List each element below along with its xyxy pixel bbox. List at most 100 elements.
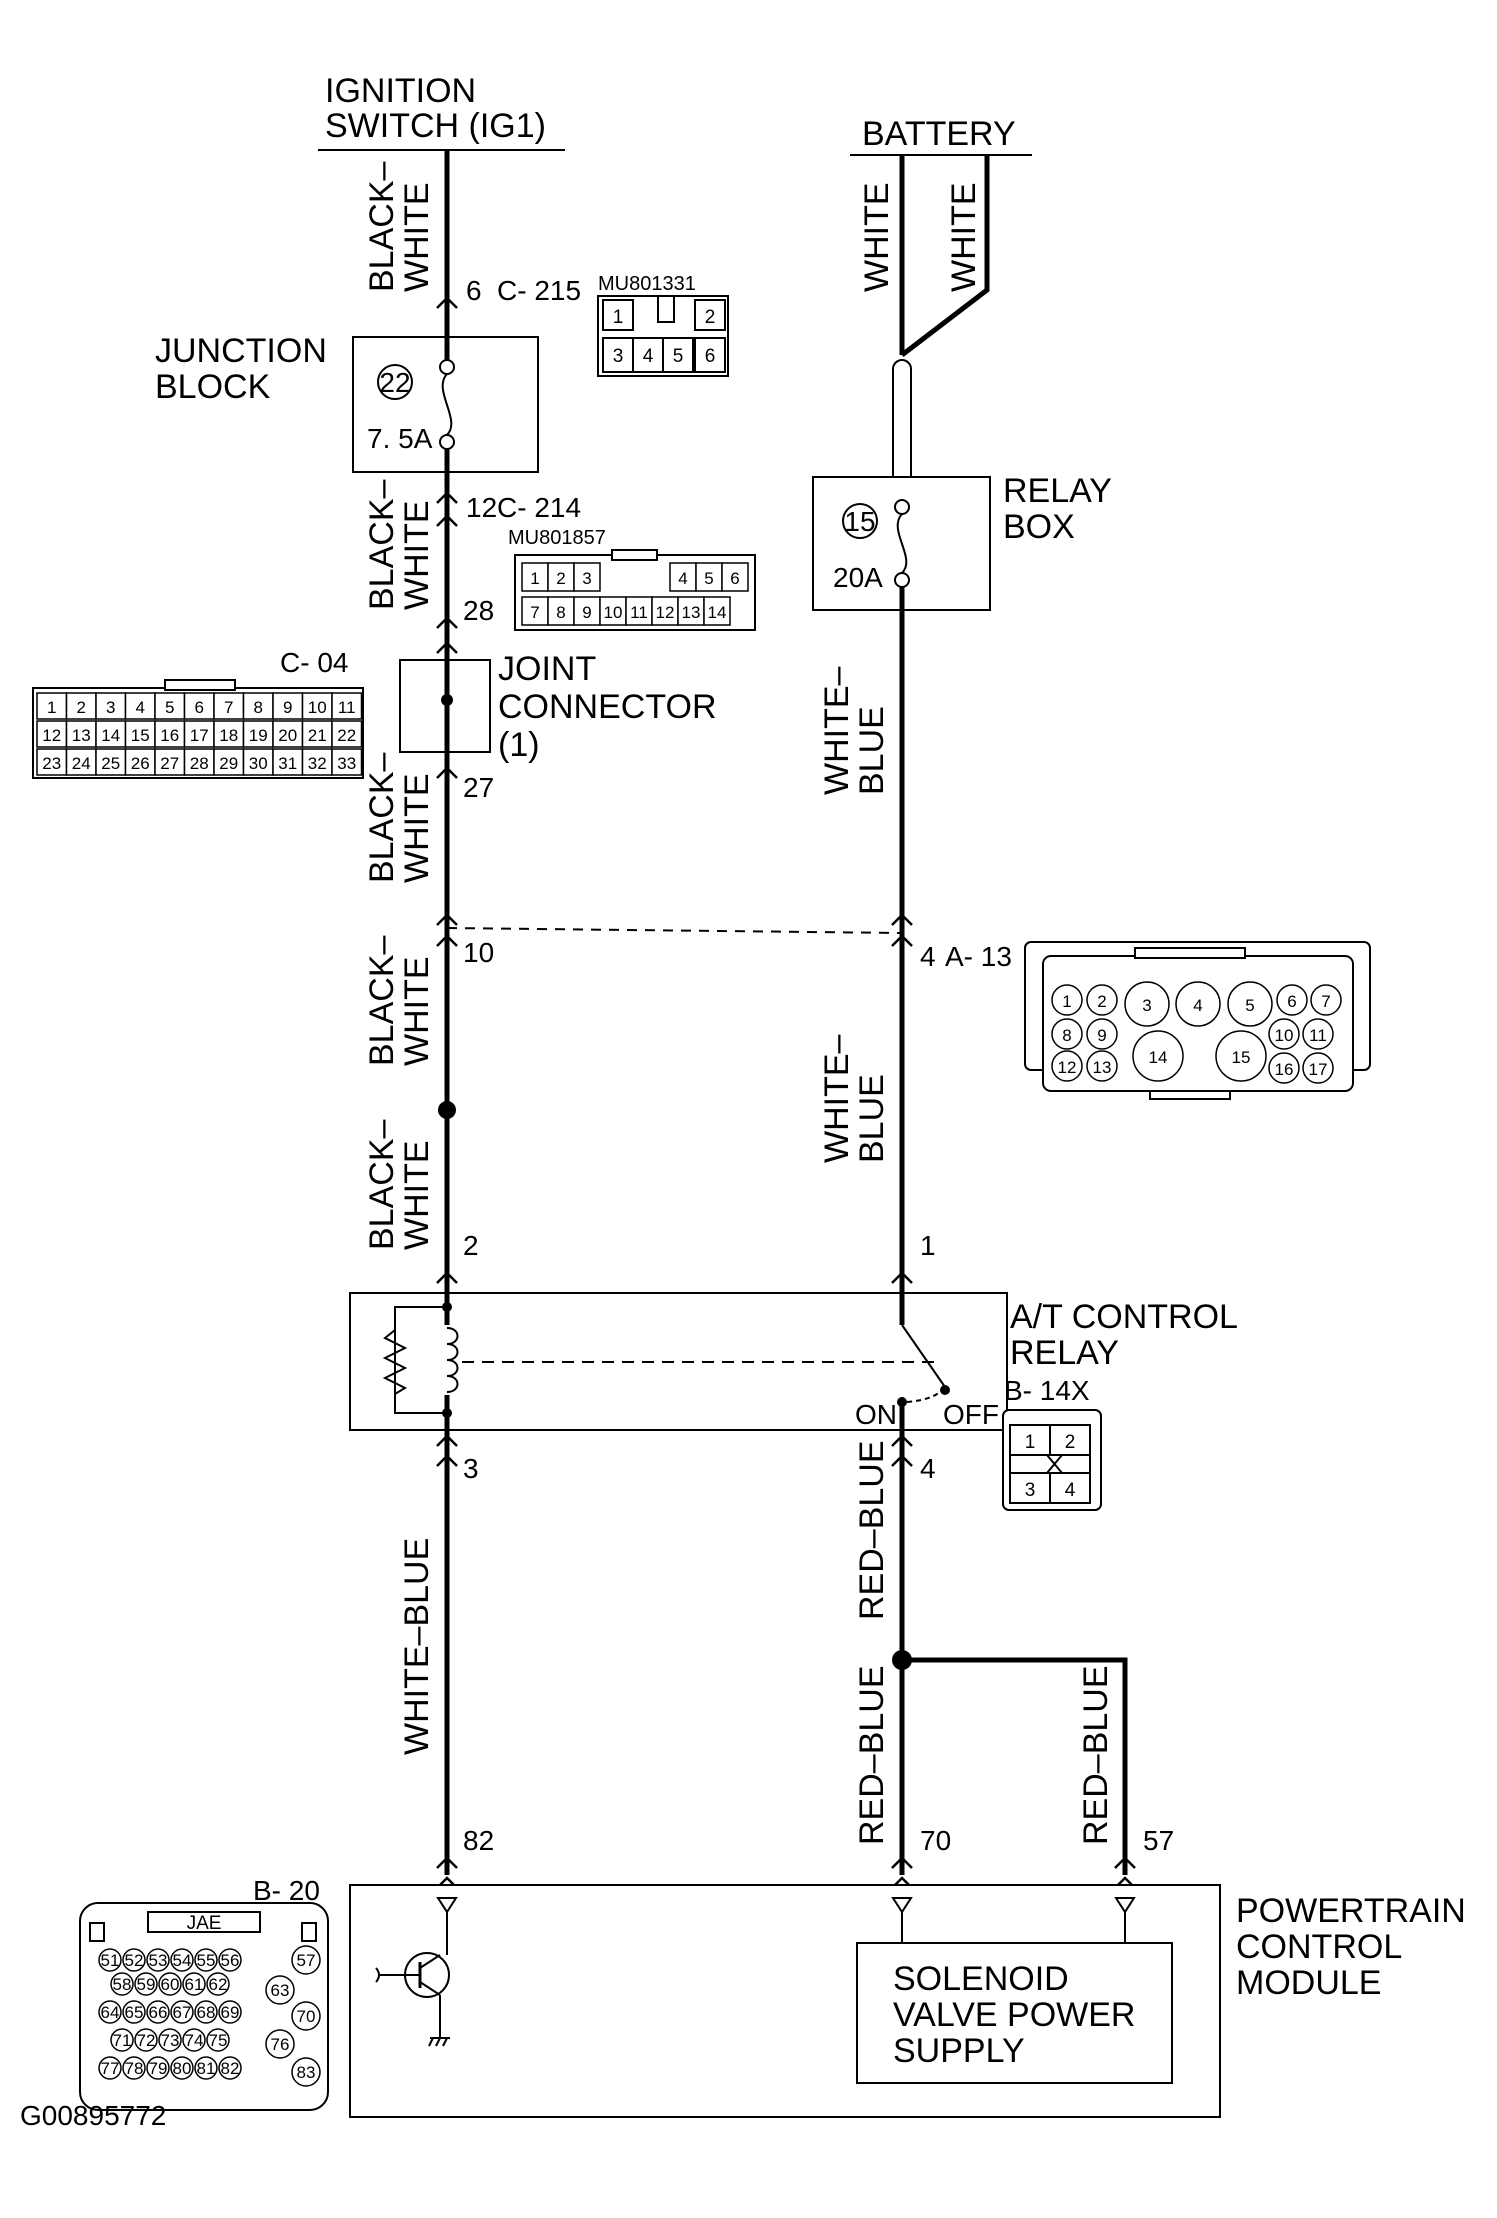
b20-pin-circle bbox=[110, 2028, 134, 2052]
b20-pin: 53 bbox=[149, 1951, 168, 1970]
connector-chevron bbox=[436, 1856, 458, 1869]
c04-cells-pin: 30 bbox=[249, 754, 268, 773]
wire-color-wb2-line1: WHITE– bbox=[818, 1034, 856, 1163]
a13-pin-circle bbox=[1215, 1030, 1267, 1082]
pin-number-4-relay: 4 bbox=[920, 1453, 936, 1484]
relay-resistor bbox=[382, 1329, 408, 1395]
b20-pin-circle bbox=[122, 2000, 146, 2024]
b20-pin: 77 bbox=[101, 2059, 120, 2078]
c04-cells-pin: 20 bbox=[278, 726, 297, 745]
wire-color-wb1-line1: WHITE– bbox=[818, 666, 856, 795]
a13-pin: 3 bbox=[1142, 996, 1151, 1015]
pin-number-4-a13: 4 bbox=[920, 941, 936, 972]
left-circuit-wires bbox=[438, 150, 456, 1875]
b20-pin-circle bbox=[170, 2000, 194, 2024]
a13-pin: 9 bbox=[1097, 1026, 1106, 1045]
c214-cells-pin: 8 bbox=[556, 603, 565, 622]
connector-chevron bbox=[436, 766, 458, 779]
c04-cells-pin: 14 bbox=[101, 726, 120, 745]
c04-cells-cell bbox=[124, 692, 156, 720]
c04-cells-pin: 3 bbox=[106, 698, 115, 717]
c214-cells-pin: 9 bbox=[582, 603, 591, 622]
c04-cells-pin: 26 bbox=[131, 754, 150, 773]
c04-cells-pin: 8 bbox=[254, 698, 263, 717]
a13-pin-circle bbox=[1086, 984, 1118, 1016]
a13-pin: 17 bbox=[1309, 1060, 1328, 1079]
b14x-pin-4: 4 bbox=[1065, 1480, 1076, 1501]
c214-cells-pin: 2 bbox=[556, 569, 565, 588]
c04-cells-pin: 9 bbox=[283, 698, 292, 717]
connector-a13-id: A- 13 bbox=[945, 941, 1012, 972]
b20-pin: 68 bbox=[197, 2003, 216, 2022]
relay-resistor-branch bbox=[394, 1306, 447, 1414]
b20-pin-circle bbox=[218, 2056, 242, 2080]
b20-pin-circle bbox=[170, 2056, 194, 2080]
c04-cells-cell bbox=[331, 720, 363, 748]
connector-chevron bbox=[436, 641, 458, 654]
c215-cell-2 bbox=[694, 299, 726, 331]
pin-number-1: 1 bbox=[920, 1230, 936, 1261]
a13-pin-circle bbox=[1310, 984, 1342, 1016]
a13-pin: 5 bbox=[1245, 996, 1254, 1015]
connector-chevron bbox=[891, 934, 913, 947]
c04-cells-pin: 2 bbox=[77, 698, 86, 717]
connector-chevron bbox=[891, 1271, 913, 1284]
pin-number-2: 2 bbox=[463, 1230, 479, 1261]
solenoid-label-line1: SOLENOID bbox=[893, 1960, 1069, 1998]
c04-cells-pin: 32 bbox=[308, 754, 327, 773]
c04-cells-cell bbox=[242, 720, 274, 748]
c04-cells-pin: 22 bbox=[337, 726, 356, 745]
fuse-element-22 bbox=[441, 373, 453, 436]
junction-block-label-line1: JUNCTION bbox=[155, 332, 327, 370]
connector-chevron bbox=[436, 1454, 458, 1467]
a13-pin-circle bbox=[1175, 981, 1221, 1027]
solenoid-label-line2: VALVE POWER bbox=[893, 1996, 1135, 2034]
b20-pin: 74 bbox=[185, 2031, 204, 2050]
pcm-label-line1: POWERTRAIN bbox=[1236, 1892, 1466, 1930]
joint-connector-label-line2: CONNECTOR bbox=[498, 688, 717, 726]
pin-number-82: 82 bbox=[463, 1825, 494, 1856]
connector-chevron bbox=[436, 1434, 458, 1447]
c214-cells-pin: 13 bbox=[682, 603, 701, 622]
c04-cells-pin: 23 bbox=[42, 754, 61, 773]
c04-cells-pin: 19 bbox=[249, 726, 268, 745]
b20-pin: 76 bbox=[271, 2035, 290, 2054]
wire-color-bw3-line1: BLACK– bbox=[363, 753, 401, 883]
c04-cells-pin: 25 bbox=[101, 754, 120, 773]
c215-pin-6: 6 bbox=[705, 346, 716, 367]
c04-cells-pin: 27 bbox=[160, 754, 179, 773]
c04-cells-cell bbox=[154, 692, 186, 720]
c04-cells-pin: 1 bbox=[47, 698, 56, 717]
b20-pin-circle bbox=[134, 1972, 158, 1996]
b20-pin-circle bbox=[98, 1948, 122, 1972]
a13-pin: 16 bbox=[1275, 1060, 1294, 1079]
a13-pin: 8 bbox=[1062, 1026, 1071, 1045]
a13-pin: 6 bbox=[1287, 992, 1296, 1011]
c214-cells-pin: 1 bbox=[530, 569, 539, 588]
a13-pin-circle bbox=[1268, 1052, 1300, 1084]
connector-chevron bbox=[436, 514, 458, 527]
a13-pin: 13 bbox=[1093, 1058, 1112, 1077]
connector-b20-tab-right bbox=[301, 1922, 317, 1942]
b20-pin: 71 bbox=[113, 2031, 132, 2050]
pcm-label-line2: CONTROL bbox=[1236, 1928, 1402, 1966]
a13-pin-circle bbox=[1086, 1018, 1118, 1050]
connector-chevron bbox=[436, 1271, 458, 1284]
b20-pin: 72 bbox=[137, 2031, 156, 2050]
wire-color-bw4-line1: BLACK– bbox=[363, 936, 401, 1066]
b20-pin-circle bbox=[110, 1972, 134, 1996]
b20-pin-circle bbox=[122, 1948, 146, 1972]
b20-pin: 65 bbox=[125, 2003, 144, 2022]
c04-cells-cell bbox=[36, 748, 68, 776]
c04-cells-pin: 13 bbox=[72, 726, 91, 745]
powertrain-control-module: POWERTRAIN CONTROL MODULE SOLENOID VALVE… bbox=[349, 1884, 1466, 2118]
b20-pin: 81 bbox=[197, 2059, 216, 2078]
connector-a13-lock-bottom bbox=[1149, 1090, 1231, 1100]
c215-pin-4: 4 bbox=[643, 346, 654, 367]
c04-cells-cell bbox=[154, 720, 186, 748]
